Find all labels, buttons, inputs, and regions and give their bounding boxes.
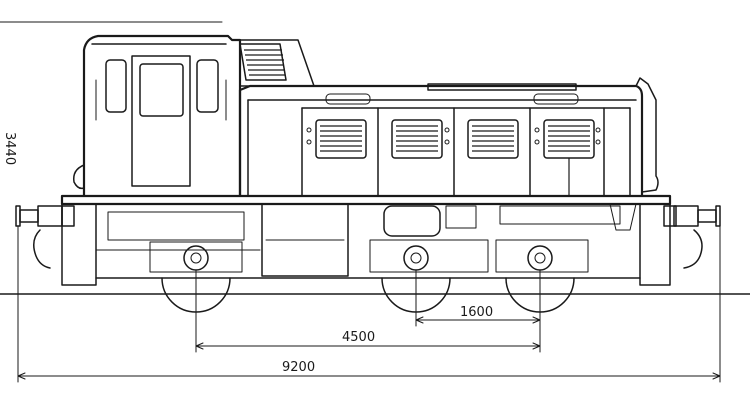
frame: [60, 194, 672, 286]
wheel-rear: [495, 239, 589, 313]
dimension-1600: 1600: [415, 305, 541, 324]
air-reservoir: [383, 205, 441, 237]
dimension-4500-label: 4500: [342, 330, 375, 345]
buffer-right: [663, 205, 721, 269]
extension-lines: [17, 225, 721, 383]
buffer-left: [15, 205, 75, 269]
fuel-tank: [261, 203, 349, 277]
height-dimension: 3440: [0, 21, 223, 165]
cab: [72, 34, 242, 197]
engine-hood: [238, 77, 659, 197]
louvre-1: [315, 119, 367, 159]
height-label: 3440: [2, 132, 17, 165]
cab-window-right: [196, 59, 219, 113]
wheel-middle: [369, 239, 489, 313]
door-window: [139, 63, 184, 117]
cab-window-left: [105, 59, 127, 113]
louvre-4: [543, 119, 595, 195]
cab-door: [131, 55, 191, 187]
dimension-4500: 4500: [195, 330, 541, 350]
louvre-3: [467, 119, 519, 159]
dimension-1600-label: 1600: [460, 305, 493, 320]
roof-grille: [244, 49, 285, 76]
dimension-9200-label: 9200: [282, 360, 315, 375]
louvre-2: [391, 119, 443, 159]
dimension-9200: 9200: [17, 360, 721, 380]
